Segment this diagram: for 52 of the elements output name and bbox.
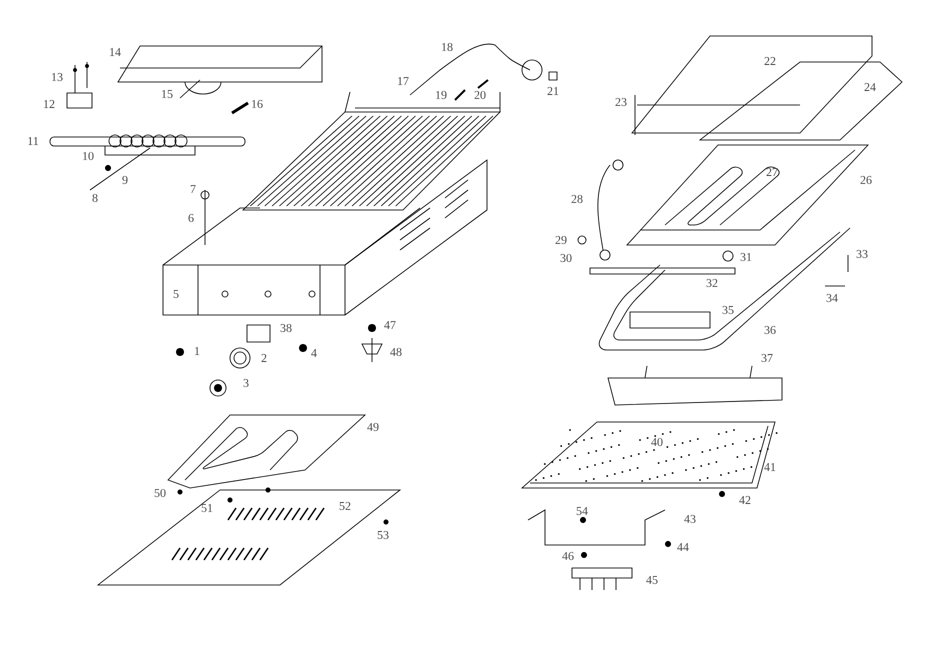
callout-number: 36	[764, 326, 776, 334]
callout-number: 15	[162, 90, 173, 98]
callout-number: 42	[739, 496, 750, 504]
callout-number: 13	[52, 72, 63, 82]
callout-number: 19	[436, 90, 446, 100]
callout-number: 27	[766, 168, 778, 176]
callout-number: 6	[188, 214, 194, 222]
callout-number: 11	[28, 137, 38, 145]
callout-number: 2	[262, 354, 266, 362]
callout-number: 23	[616, 98, 627, 106]
callout-number: 37	[762, 354, 773, 362]
callout-number: 28	[572, 194, 583, 204]
callout-number: 5	[174, 290, 179, 298]
callout-number: 35	[722, 306, 734, 314]
callout-number: 3	[244, 378, 249, 388]
callout-number: 50	[154, 488, 166, 498]
callout-number: 31	[740, 252, 752, 262]
callout-number: 33	[856, 250, 868, 258]
callout-number: 46	[562, 552, 574, 560]
callout-number: 22	[764, 57, 776, 65]
callout-number: 44	[677, 543, 689, 551]
callout-number: 53	[378, 530, 389, 540]
callout-number: 26	[860, 176, 872, 184]
callout-number: 9	[122, 176, 128, 184]
callout-number: 24	[864, 83, 876, 91]
callout-number: 38	[280, 324, 292, 332]
callout-number: 8	[92, 194, 98, 202]
callout-number: 51	[202, 504, 212, 512]
callout-number: 20	[474, 90, 486, 100]
callout-number: 48	[390, 348, 402, 356]
callout-number: 7	[190, 185, 196, 193]
callout-number: 52	[340, 502, 350, 510]
callout-number: 43	[684, 514, 696, 524]
callout-number: 54	[576, 506, 588, 515]
callout-number: 49	[367, 422, 378, 432]
callout-number: 30	[560, 254, 572, 262]
callout-number: 12	[44, 100, 54, 108]
callout-number: 17	[398, 77, 409, 85]
callout-number: 34	[826, 294, 838, 302]
callout-number: 4	[311, 349, 317, 357]
callout-number: 21	[548, 87, 558, 95]
callout-number: 1	[195, 347, 200, 355]
callout-number: 40	[651, 438, 663, 446]
callout-number: 41	[764, 463, 776, 471]
callout-number: 14	[110, 48, 121, 56]
callout-number: 29	[556, 236, 566, 244]
callout-number: 32	[706, 278, 718, 288]
callout-number: 16	[252, 100, 263, 108]
callout-number: 18	[442, 42, 453, 52]
callout-number: 10	[83, 152, 94, 160]
callout-number: 47	[384, 321, 396, 329]
callout-number: 45	[646, 576, 658, 584]
